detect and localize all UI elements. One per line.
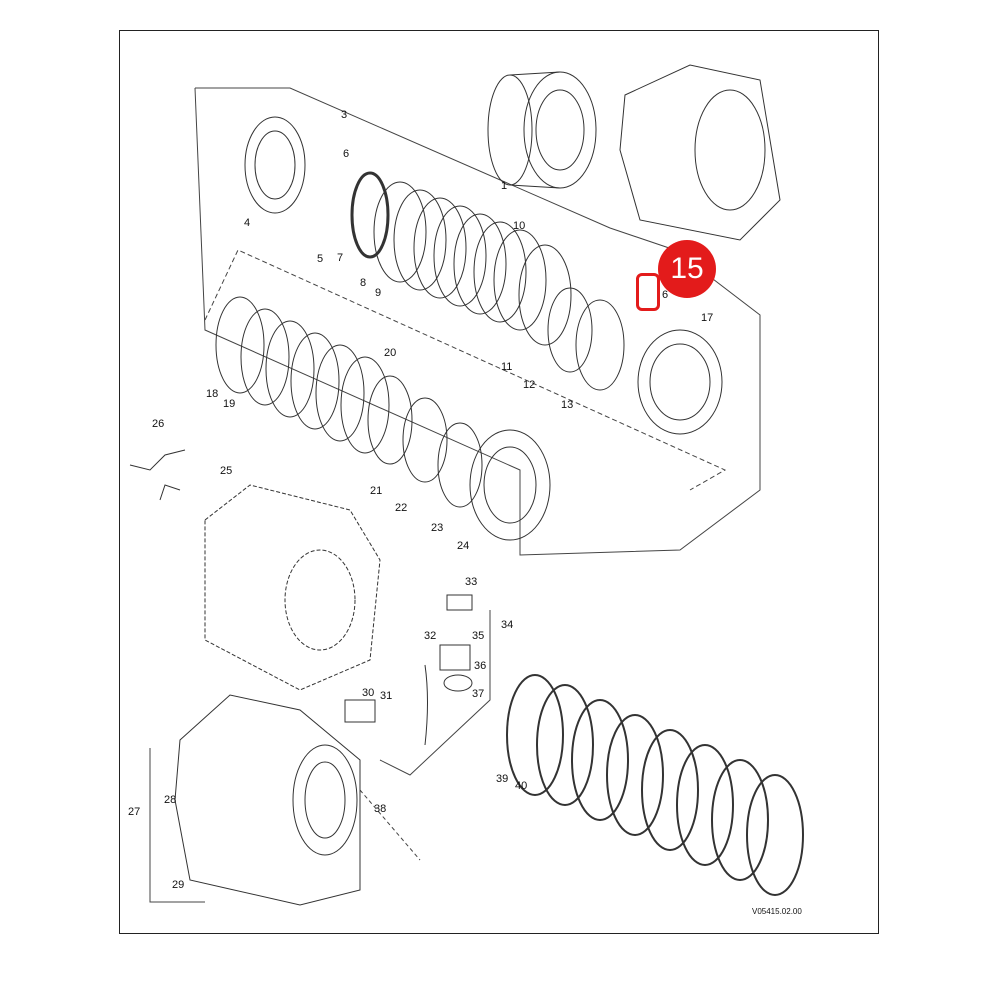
drawing-code: V05415.02.00 — [752, 907, 802, 916]
friction-disc-stack — [506, 674, 804, 896]
part-label: 33 — [465, 576, 478, 588]
part-label: 22 — [395, 502, 408, 514]
part-label: 32 — [424, 630, 437, 642]
part-label: 26 — [152, 418, 165, 430]
part-label: 21 — [370, 485, 383, 497]
part-label: 30 — [362, 687, 375, 699]
part-label: 3 — [341, 109, 348, 121]
part-label: 5 — [317, 253, 324, 265]
part-label: 24 — [457, 540, 470, 552]
part-label: 4 — [244, 217, 251, 229]
highlight-box — [636, 273, 660, 311]
clutch-disc-stack-lower — [215, 296, 551, 541]
part-label: 34 — [501, 619, 514, 631]
part-label: 39 — [496, 773, 509, 785]
drawing-frame — [119, 30, 879, 934]
part-label: 29 — [172, 879, 185, 891]
part-label: 20 — [384, 347, 397, 359]
drum-assembly — [487, 71, 597, 189]
group-outline-dashed — [149, 87, 761, 903]
part-label: 36 — [474, 660, 487, 672]
part-label: 8 — [360, 277, 367, 289]
part-label: 23 — [431, 522, 444, 534]
part-label: 7 — [337, 252, 344, 264]
housing-bottom — [174, 694, 361, 906]
transmission-housing-top — [619, 64, 781, 241]
part-label: 27 — [128, 806, 141, 818]
part-label: 18 — [206, 388, 219, 400]
part-label: 38 — [374, 803, 387, 815]
part-label: 6 — [662, 289, 669, 301]
brackets-small-parts — [129, 449, 186, 501]
part-label: 40 — [515, 780, 528, 792]
part-label: 12 — [523, 379, 536, 391]
part-label: 35 — [472, 630, 485, 642]
callout-badge: 15 — [658, 240, 716, 298]
part-label: 9 — [375, 287, 382, 299]
part-label: 25 — [220, 465, 233, 477]
part-label: 6 — [343, 148, 350, 160]
valve-assembly — [344, 594, 473, 746]
part-label: 13 — [561, 399, 574, 411]
part-label: 17 — [701, 312, 714, 324]
part-label: 10 — [513, 220, 526, 232]
part-label: 11 — [501, 361, 513, 373]
part-label: 37 — [472, 688, 485, 700]
clutch-disc-stack-upper — [244, 116, 723, 435]
housing-middle — [204, 484, 381, 691]
part-label: 28 — [164, 794, 177, 806]
part-label: 19 — [223, 398, 236, 410]
part-label: 1 — [501, 180, 508, 192]
part-label: 31 — [380, 690, 393, 702]
